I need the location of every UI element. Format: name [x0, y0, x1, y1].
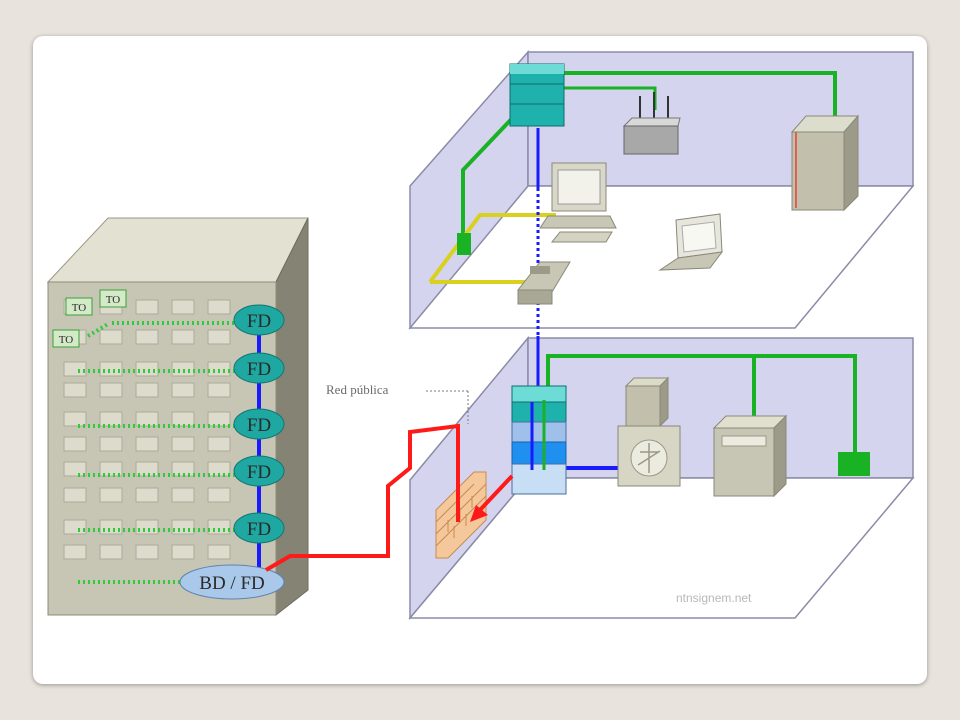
- floor-horizontal-cables: [78, 321, 238, 584]
- phone-cable-wall: [428, 213, 556, 284]
- outlet-tag-1: [65, 297, 93, 316]
- telecom-outlet-icon: [838, 452, 870, 476]
- wireless-access-point-icon: [622, 92, 681, 155]
- desktop-computer-icon: [539, 162, 617, 243]
- server-tower-icon: [790, 114, 860, 212]
- floor-distributor-2: [233, 352, 285, 384]
- outlet-tag-3: [52, 329, 80, 348]
- floor-distributor-3: [233, 408, 285, 440]
- lower-floor: Red pública ntnsignem.net: [264, 335, 915, 621]
- firewall-icon: [435, 471, 487, 559]
- upper-floor: [408, 50, 915, 336]
- building-windows: [63, 299, 231, 560]
- telecom-outlet-labels: TO TO TO: [52, 289, 127, 348]
- fd-label-1: FD: [247, 311, 271, 332]
- upper-server-cable: [548, 71, 837, 122]
- floor-distributors: FD FD FD FD FD BD / FD: [179, 304, 285, 600]
- laptop-icon: [658, 213, 724, 271]
- upper-floor-switch: [509, 63, 565, 127]
- lower-floor-switch: [511, 385, 567, 495]
- fd-label-4: FD: [247, 462, 271, 483]
- network-diagram: TO TO TO FD FD FD FD FD BD / FD: [46, 50, 915, 621]
- outlet-tag-2: [99, 289, 127, 308]
- fd-label-5: FD: [247, 519, 271, 540]
- outlet-label-3: TO: [59, 334, 74, 346]
- ip-phone-icon: [517, 261, 571, 305]
- diagram-card: TO TO TO FD FD FD FD FD BD / FD: [33, 36, 927, 684]
- pbx-cabinet-icon: [617, 376, 681, 487]
- lower-horizontal-cable: [546, 354, 857, 452]
- upper-horizontal-cable: [461, 106, 524, 240]
- building-distributor: [179, 564, 285, 600]
- building: TO TO TO FD FD FD FD FD BD / FD: [46, 217, 309, 617]
- storage-unit-icon: [712, 414, 788, 498]
- public-network-label: Red pública: [326, 382, 389, 397]
- fd-label-2: FD: [247, 359, 271, 380]
- fd-label-3: FD: [247, 415, 271, 436]
- outlet-label-2: TO: [106, 294, 121, 306]
- public-network-cable: [264, 423, 460, 572]
- firewall-switch-cable: [478, 474, 514, 512]
- outlet-label-1: TO: [72, 302, 87, 314]
- building-roof: [46, 217, 309, 283]
- firewall-arrow: [470, 505, 488, 522]
- bd-fd-label: BD / FD: [199, 573, 264, 594]
- watermark-text: ntnsignem.net: [676, 591, 752, 605]
- floor-distributor-4: [233, 455, 285, 487]
- floor-distributor-1: [233, 304, 285, 336]
- floor-distributor-5: [233, 512, 285, 544]
- consolidation-point-icon: [457, 233, 471, 255]
